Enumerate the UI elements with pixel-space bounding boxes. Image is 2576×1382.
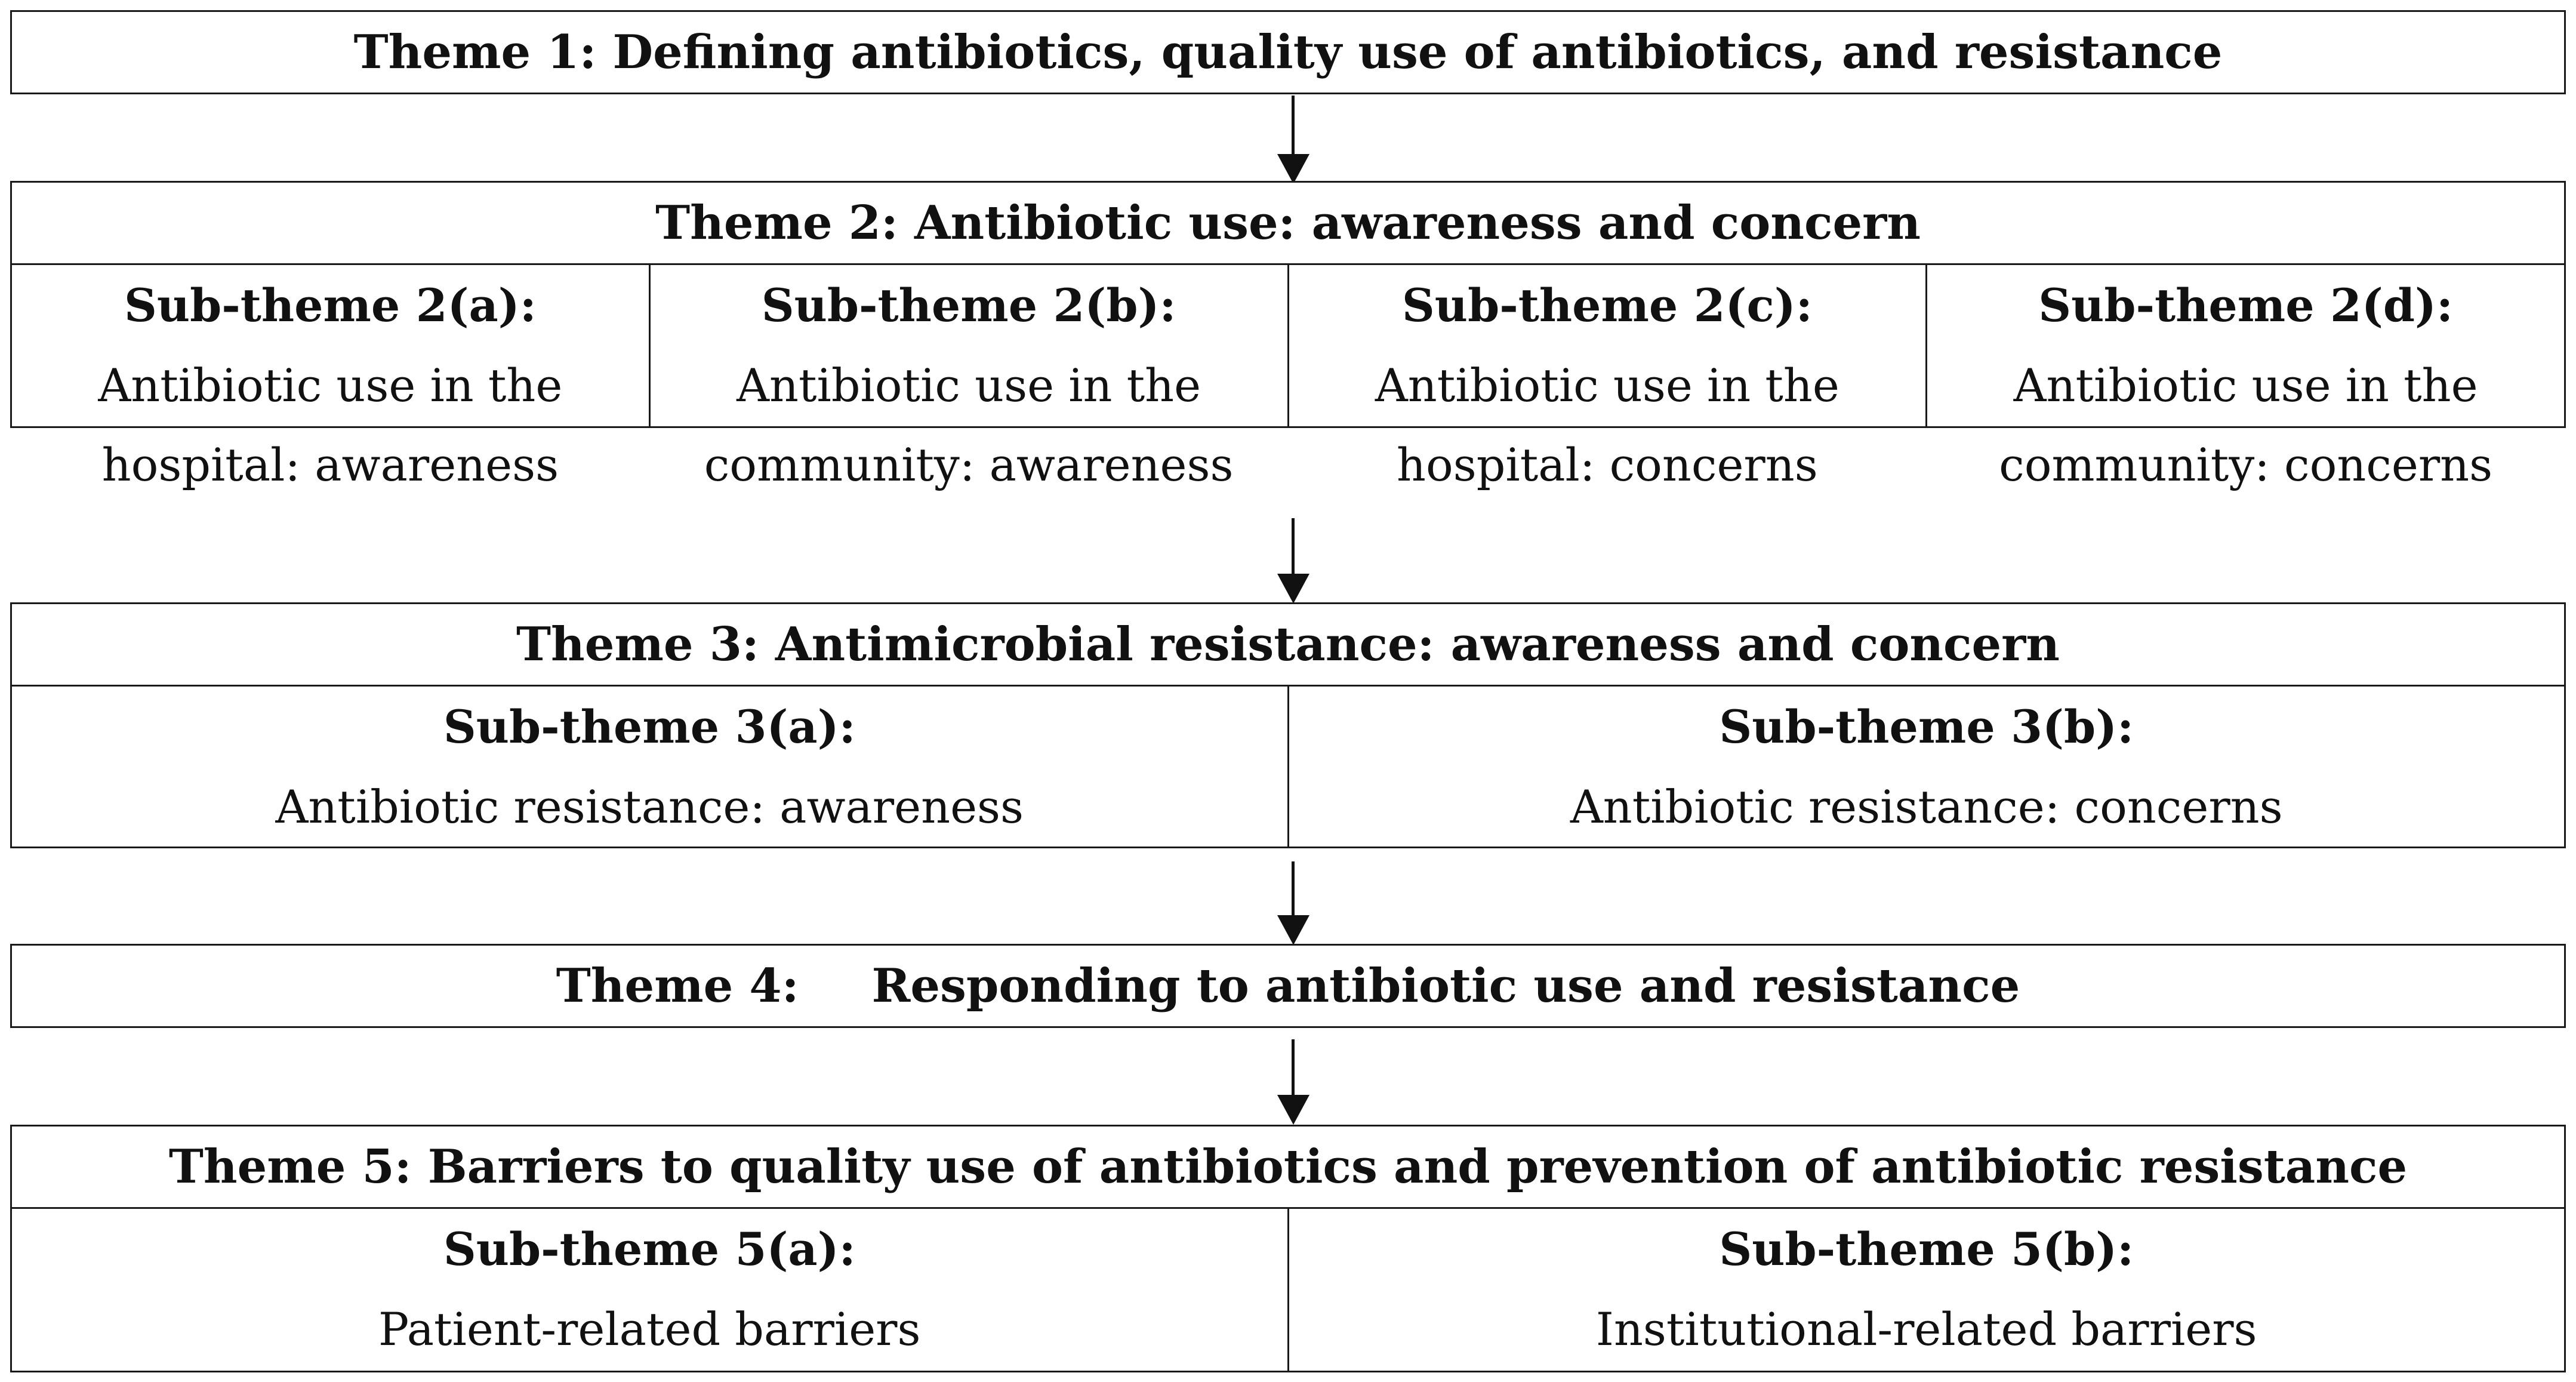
subtheme-2a-line1: Antibiotic use in the	[98, 359, 563, 412]
subtheme-3b-text: Antibiotic resistance: concerns	[1570, 780, 2283, 833]
subtheme-3a-text: Antibiotic resistance: awareness	[275, 780, 1024, 833]
subtheme-5a-label: Sub-theme 5(a):	[443, 1223, 856, 1276]
theme-1-title: Theme 1: Defining antibiotics, quality u…	[353, 25, 2223, 79]
subtheme-3b: Sub-theme 3(b): Antibiotic resistance: c…	[1287, 687, 2565, 847]
theme-2-title: Theme 2: Antibiotic use: awareness and c…	[655, 196, 1921, 250]
theme-4-label: Theme 4:	[556, 959, 799, 1013]
subtheme-5b-label: Sub-theme 5(b):	[1719, 1223, 2134, 1276]
subtheme-5a-text: Patient-related barriers	[378, 1303, 921, 1356]
theme-2-subtheme-row: Sub-theme 2(a): Antibiotic use in the ho…	[12, 263, 2564, 491]
subtheme-5b: Sub-theme 5(b): Institutional-related ba…	[1287, 1209, 2565, 1371]
theme-1-box: Theme 1: Defining antibiotics, quality u…	[10, 10, 2566, 94]
subtheme-2b-label: Sub-theme 2(b):	[761, 279, 1176, 332]
theme-5-subtheme-row: Sub-theme 5(a): Patient-related barriers…	[12, 1207, 2564, 1371]
subtheme-2d-label: Sub-theme 2(d):	[2038, 279, 2453, 332]
theme-4-title-row: Theme 4: Responding to antibiotic use and…	[12, 946, 2564, 1026]
subtheme-2a: Sub-theme 2(a): Antibiotic use in the ho…	[12, 265, 649, 491]
subtheme-2c-label: Sub-theme 2(c):	[1401, 279, 1813, 332]
subtheme-2c: Sub-theme 2(c): Antibiotic use in the ho…	[1287, 265, 1926, 491]
subtheme-5a: Sub-theme 5(a): Patient-related barriers	[12, 1209, 1287, 1371]
theme-5-box: Theme 5: Barriers to quality use of anti…	[10, 1125, 2566, 1372]
subtheme-5b-text: Institutional-related barriers	[1595, 1303, 2257, 1356]
theme-4-title: Responding to antibiotic use and resista…	[871, 959, 2020, 1013]
subtheme-2d-line1: Antibiotic use in the	[2013, 359, 2478, 412]
theme-2-box: Theme 2: Antibiotic use: awareness and c…	[10, 181, 2566, 491]
subtheme-2a-line2: hospital: awareness	[101, 438, 559, 491]
subtheme-3a-label: Sub-theme 3(a):	[443, 700, 856, 753]
subtheme-2b-line1: Antibiotic use in the	[737, 359, 1201, 412]
subtheme-2d-line2: community: concerns	[1999, 438, 2493, 491]
theme-3-subtheme-row: Sub-theme 3(a): Antibiotic resistance: a…	[12, 685, 2564, 847]
subtheme-2b: Sub-theme 2(b): Antibiotic use in the co…	[648, 265, 1287, 491]
subtheme-2a-label: Sub-theme 2(a):	[124, 279, 537, 332]
theme-3-title: Theme 3: Antimicrobial resistance: aware…	[516, 617, 2060, 672]
subtheme-3a: Sub-theme 3(a): Antibiotic resistance: a…	[12, 687, 1287, 847]
subtheme-2b-line2: community: awareness	[704, 438, 1234, 491]
subtheme-2d: Sub-theme 2(d): Antibiotic use in the co…	[1925, 265, 2564, 491]
theme-3-box: Theme 3: Antimicrobial resistance: aware…	[10, 602, 2566, 848]
theme-4-box: Theme 4: Responding to antibiotic use and…	[10, 944, 2566, 1028]
theme-5-title: Theme 5: Barriers to quality use of anti…	[168, 1140, 2408, 1194]
subtheme-3b-label: Sub-theme 3(b):	[1719, 700, 2134, 753]
subtheme-2c-line1: Antibiotic use in the	[1375, 359, 1839, 412]
subtheme-2c-line2: hospital: concerns	[1397, 438, 1818, 491]
